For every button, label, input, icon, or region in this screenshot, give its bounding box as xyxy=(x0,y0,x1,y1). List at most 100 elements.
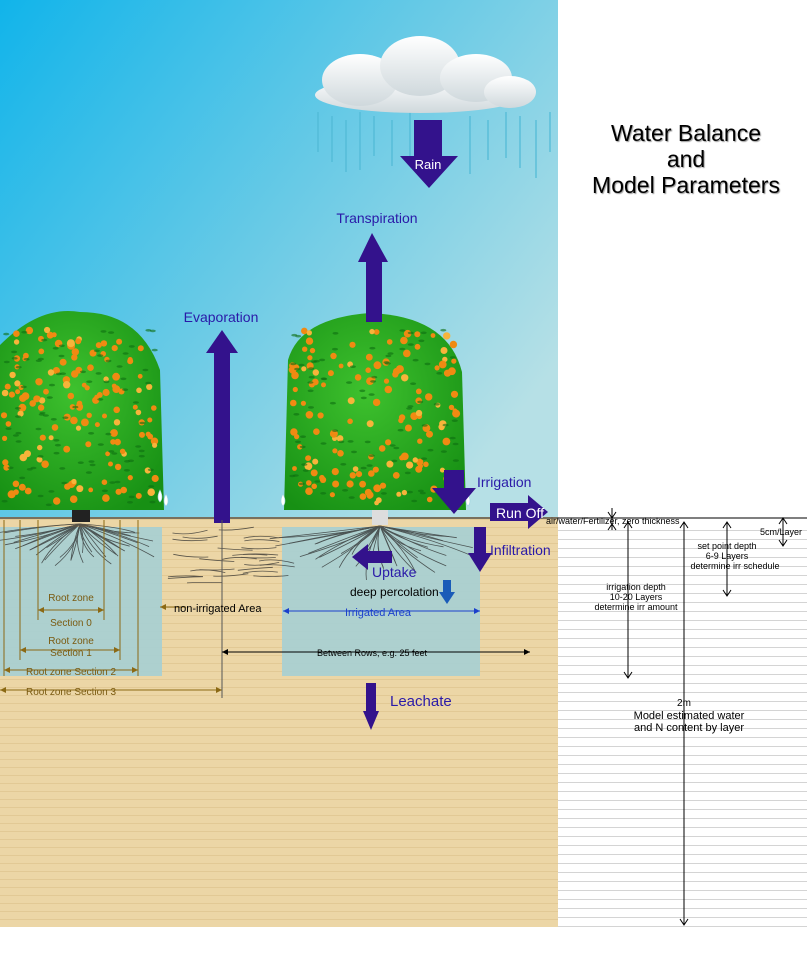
leaf-mark xyxy=(48,490,55,493)
leaf-mark xyxy=(54,443,61,447)
leaf-mark xyxy=(15,365,22,369)
root-line xyxy=(379,525,449,537)
fruit-dot xyxy=(336,435,344,442)
fruit-dot xyxy=(151,405,157,411)
leaf-mark xyxy=(347,440,354,443)
fruit-dot xyxy=(291,371,299,380)
leaf-mark xyxy=(295,440,301,444)
root-line xyxy=(319,525,381,558)
fruit-dot xyxy=(116,338,123,345)
leaf-mark xyxy=(427,448,434,452)
root-line xyxy=(76,523,84,563)
root-line xyxy=(172,529,208,535)
root-line xyxy=(199,558,235,562)
leaf-mark xyxy=(12,434,19,437)
fruit-dot xyxy=(365,353,373,361)
fruit-dot xyxy=(38,348,45,355)
fruit-dot xyxy=(35,395,41,401)
fruit-dot xyxy=(51,332,57,338)
fruit-dot xyxy=(87,364,94,372)
fruit-dot xyxy=(375,497,382,504)
fruit-dot xyxy=(14,380,21,387)
fruit-dot xyxy=(401,374,409,382)
infiltration-arrow-icon xyxy=(468,527,492,572)
leachate-label: Leachate xyxy=(390,693,452,710)
fruit-dot xyxy=(18,483,26,491)
transpiration-arrow-icon xyxy=(358,233,388,322)
fruit-dot xyxy=(48,435,54,441)
leaf-mark xyxy=(45,503,52,507)
root-line xyxy=(182,535,218,539)
run-off-label: Run Off xyxy=(496,505,544,521)
fruit-dot xyxy=(306,480,312,486)
leaf-mark xyxy=(128,459,134,463)
fruit-dot xyxy=(311,378,319,386)
fruit-dot xyxy=(309,347,316,354)
leaf-mark xyxy=(366,464,373,467)
leaf-mark xyxy=(95,372,102,375)
leaf-mark xyxy=(349,365,356,369)
leaf-mark xyxy=(299,445,306,449)
fruit-dot xyxy=(313,428,320,436)
leaf-mark xyxy=(411,499,418,503)
leaf-mark xyxy=(360,396,367,400)
fruit-dot xyxy=(366,493,373,499)
leaf-mark xyxy=(410,382,417,386)
fruit-dot xyxy=(36,456,43,463)
fruit-dot xyxy=(63,445,71,453)
fruit-dot xyxy=(37,404,45,411)
leaf-mark xyxy=(88,460,95,463)
root-line xyxy=(217,547,253,551)
fruit-dot xyxy=(403,349,411,358)
fruit-dot xyxy=(71,478,77,485)
leaf-mark xyxy=(139,421,146,425)
leaf-mark xyxy=(319,358,326,362)
leaf-mark xyxy=(421,457,428,461)
set-point-line1: set point depth xyxy=(697,541,756,551)
leaf-mark xyxy=(132,401,139,404)
fruit-dot xyxy=(443,332,451,340)
leaf-mark xyxy=(138,454,145,458)
root-zone-section3-label: Root zone Section 3 xyxy=(26,687,116,698)
fruit-dot xyxy=(75,338,82,345)
leaf-mark xyxy=(108,331,115,334)
leaf-mark xyxy=(15,440,22,443)
root-line xyxy=(259,564,295,568)
root-line xyxy=(244,539,280,542)
leaf-mark xyxy=(421,424,428,427)
irrigated-area-label: Irrigated Area xyxy=(345,607,412,619)
fruit-dot xyxy=(64,483,71,490)
fruit-dot xyxy=(71,348,80,356)
root-line xyxy=(315,525,381,560)
leaf-mark xyxy=(41,338,48,342)
fruit-dot xyxy=(306,330,312,336)
root-zone-section0-line2: Section 0 xyxy=(50,618,92,629)
fruit-dot xyxy=(442,437,451,446)
fruit-dot xyxy=(37,444,43,451)
fruit-dot xyxy=(13,339,20,345)
leaf-mark xyxy=(340,463,347,466)
leaf-mark xyxy=(85,471,92,474)
leachate-arrow-icon xyxy=(363,683,379,730)
fruit-dot xyxy=(327,370,334,377)
fruit-dot xyxy=(136,387,142,394)
set-point-line3: determine irr schedule xyxy=(690,561,779,571)
fruit-dot xyxy=(352,466,359,472)
fruit-dot xyxy=(384,385,393,394)
root-line xyxy=(253,575,289,577)
fruit-dot xyxy=(114,438,121,446)
fruit-dot xyxy=(399,455,405,461)
leaf-mark xyxy=(407,343,414,346)
deep-percolation-label: deep percolation xyxy=(350,585,439,599)
leaf-mark xyxy=(449,436,456,440)
leaf-mark xyxy=(404,471,411,475)
leaf-mark xyxy=(53,451,60,455)
leaf-mark xyxy=(298,363,305,367)
leaf-mark xyxy=(320,442,327,445)
leaf-mark xyxy=(407,331,414,335)
leaf-mark xyxy=(3,360,10,364)
fruit-dot xyxy=(15,389,21,395)
fruit-dot xyxy=(385,439,392,446)
leaf-mark xyxy=(23,358,30,361)
leaf-mark xyxy=(308,375,315,379)
